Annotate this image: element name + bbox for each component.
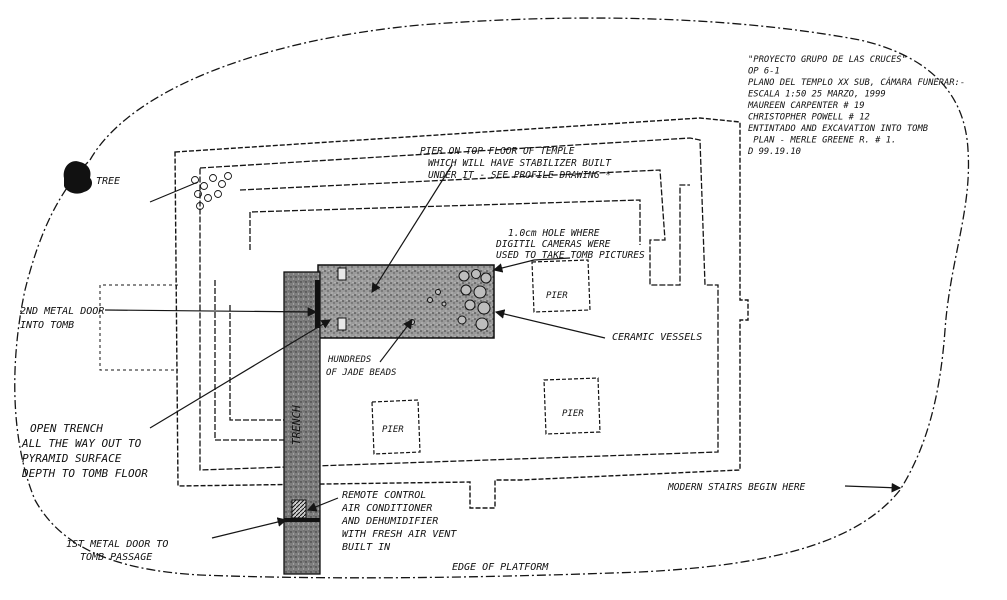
leader-lines: [104, 164, 902, 539]
pier-1-label: PIER: [546, 291, 568, 301]
tomb-notch-top: [337, 267, 347, 281]
title-block-line: MAUREEN CARPENTER # 19: [747, 101, 865, 111]
pier-2: [543, 377, 601, 435]
title-block-line: ENTINTADO AND EXCAVATION INTO TOMB: [748, 124, 929, 134]
pier-3: [371, 399, 421, 455]
pier-3-label: PIER: [382, 425, 404, 435]
ceramic-label: CERAMIC VESSELS: [612, 332, 702, 343]
stairs-label: MODERN STAIRS BEGIN HERE: [667, 482, 806, 493]
door1-label: 1ST METAL DOOR TO TOMB PASSAGE: [66, 539, 174, 563]
ac-unit: [291, 499, 307, 519]
title-block-line: PLANO DEL TEMPLO XX SUB, CÁMARA FUNERAR:…: [748, 76, 965, 88]
jade-label: HUNDREDS OF JADE BEADS: [326, 355, 397, 378]
trench-label: TRENCH: [290, 405, 303, 445]
hole-note: 1.0cm HOLE WHERE DIGITIL CAMERAS WERE US…: [495, 228, 645, 261]
title-block-line: CHRISTOPHER POWELL # 12: [748, 113, 870, 123]
pier-1: [531, 259, 591, 313]
tree-icon: [63, 161, 92, 194]
metal-door-2: [315, 280, 320, 328]
pier-note: PIER ON TOP FLOOR OF TEMPLE WHICH WILL H…: [420, 146, 617, 181]
edge-label: EDGE OF PLATFORM: [452, 562, 549, 573]
metal-door-1: [284, 518, 320, 522]
corridor-wall: [214, 169, 690, 441]
title-block-line: D 99.19.10: [747, 147, 801, 157]
tree-label: TREE: [96, 176, 120, 187]
title-block-line: OP 6-1: [748, 67, 780, 77]
title-block-line: ESCALA 1:50 25 MARZO, 1999: [748, 90, 886, 100]
ac-note: REMOTE CONTROL AIR CONDITIONER AND DEHUM…: [341, 490, 462, 553]
left-annex: [99, 284, 178, 371]
title-block-line: "PROYECTO GRUPO DE LAS CRUCES": [748, 55, 907, 65]
temple-outer-wall: [174, 117, 749, 509]
tomb-notch-bottom: [337, 317, 347, 331]
trench: [283, 271, 321, 575]
trench-note: OPEN TRENCH ALL THE WAY OUT TO PYRAMID S…: [21, 422, 148, 480]
door2-label: 2ND METAL DOOR INTO TOMB: [20, 306, 110, 331]
rubble: [191, 172, 232, 210]
title-block-line: PLAN - MERLE GREENE R. # 1.: [748, 136, 896, 146]
ceramic-vessels: [409, 269, 492, 331]
pier-2-label: PIER: [562, 409, 584, 419]
platform-edge-line: [14, 17, 970, 579]
